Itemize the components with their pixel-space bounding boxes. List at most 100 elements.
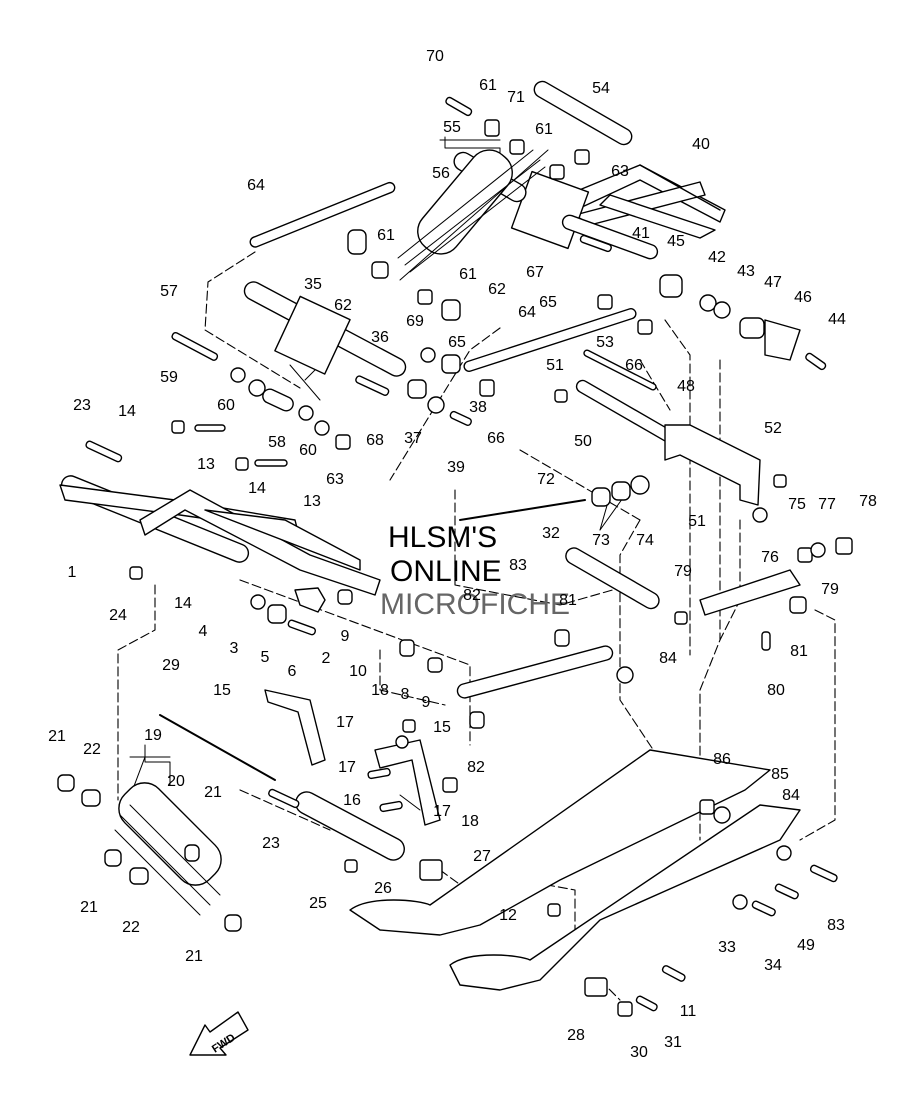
callout-number-21: 21 <box>185 948 203 965</box>
callout-number-52: 52 <box>764 420 782 437</box>
callout-number-61: 61 <box>479 77 497 94</box>
callout-number-61: 61 <box>459 266 477 283</box>
callout-number-21: 21 <box>80 899 98 916</box>
callout-number-72: 72 <box>537 471 555 488</box>
callout-number-38: 38 <box>469 399 487 416</box>
callout-number-58: 58 <box>268 434 286 451</box>
callout-number-63: 63 <box>326 471 344 488</box>
rear-shock <box>397 149 549 281</box>
callout-number-50: 50 <box>574 433 592 450</box>
callout-number-60: 60 <box>299 442 317 459</box>
callout-number-34: 34 <box>764 957 782 974</box>
callout-number-13: 13 <box>197 456 215 473</box>
callout-number-61: 61 <box>535 121 553 138</box>
callout-number-41: 41 <box>632 225 650 242</box>
callout-number-49: 49 <box>797 937 815 954</box>
callout-number-44: 44 <box>828 311 846 328</box>
callout-number-57: 57 <box>160 283 178 300</box>
callout-number-64: 64 <box>247 177 265 194</box>
push-rod <box>463 308 637 372</box>
watermark: HLSM'S ONLINE MICROFICHE <box>380 521 570 621</box>
rear-arm <box>510 164 726 260</box>
callout-number-80: 80 <box>767 682 785 699</box>
callout-number-67: 67 <box>526 264 544 281</box>
callout-number-63: 63 <box>611 163 629 180</box>
shaft <box>533 80 633 146</box>
callout-number-39: 39 <box>447 459 465 476</box>
shaft <box>565 547 660 610</box>
callout-number-83: 83 <box>509 557 527 574</box>
callout-number-1: 1 <box>68 564 77 581</box>
callout-number-23: 23 <box>73 397 91 414</box>
callout-number-84: 84 <box>659 650 677 667</box>
callout-number-15: 15 <box>213 682 231 699</box>
callout-number-30: 30 <box>630 1044 648 1061</box>
adjuster-rod <box>459 499 586 521</box>
callout-number-35: 35 <box>304 276 322 293</box>
callout-number-14: 14 <box>174 595 192 612</box>
callout-number-54: 54 <box>592 80 610 97</box>
callout-number-14: 14 <box>118 403 136 420</box>
front-arm <box>243 281 407 377</box>
callout-number-12: 12 <box>499 907 517 924</box>
callout-number-70: 70 <box>426 48 444 65</box>
callout-number-46: 46 <box>794 289 812 306</box>
callout-number-56: 56 <box>432 165 450 182</box>
callout-number-20: 20 <box>167 773 185 790</box>
callout-number-14: 14 <box>248 480 266 497</box>
callout-number-32: 32 <box>542 525 560 542</box>
callout-number-27: 27 <box>473 848 491 865</box>
lever <box>699 569 801 616</box>
callout-number-11: 11 <box>680 1003 697 1020</box>
callout-number-36: 36 <box>371 329 389 346</box>
callout-number-79: 79 <box>821 581 839 598</box>
callout-number-16: 16 <box>343 792 361 809</box>
callout-number-78: 78 <box>859 493 877 510</box>
callout-number-31: 31 <box>664 1034 682 1051</box>
callout-number-22: 22 <box>122 919 140 936</box>
callout-number-17: 17 <box>338 759 356 776</box>
callout-number-62: 62 <box>334 297 352 314</box>
callout-number-74: 74 <box>636 532 654 549</box>
callout-number-61: 61 <box>377 227 395 244</box>
callout-number-81: 81 <box>559 592 577 609</box>
callout-number-65: 65 <box>539 294 557 311</box>
callout-number-21: 21 <box>204 784 222 801</box>
callout-number-60: 60 <box>217 397 235 414</box>
callout-number-9: 9 <box>422 694 431 711</box>
callout-number-66: 66 <box>487 430 505 447</box>
callout-number-2: 2 <box>322 650 331 667</box>
bracket <box>664 424 761 506</box>
callout-number-15: 15 <box>433 719 451 736</box>
callout-number-68: 68 <box>366 432 384 449</box>
callout-number-43: 43 <box>737 263 755 280</box>
callout-number-85: 85 <box>771 766 789 783</box>
callout-number-51: 51 <box>688 513 706 530</box>
watermark-line-3: MICROFICHE <box>380 588 570 621</box>
small-parts <box>57 119 853 1017</box>
callout-number-33: 33 <box>718 939 736 956</box>
callout-number-62: 62 <box>488 281 506 298</box>
callout-number-81: 81 <box>790 643 808 660</box>
callout-number-69: 69 <box>406 313 424 330</box>
callout-number-17: 17 <box>336 714 354 731</box>
callout-number-51: 51 <box>546 357 564 374</box>
watermark-line-2: ONLINE <box>390 555 502 588</box>
callout-number-48: 48 <box>677 378 695 395</box>
callout-number-64: 64 <box>518 304 536 321</box>
slide-rail <box>349 749 801 991</box>
callout-number-82: 82 <box>463 587 481 604</box>
callout-number-66: 66 <box>625 357 643 374</box>
fwd-arrow-icon <box>189 1011 249 1056</box>
callout-number-73: 73 <box>592 532 610 549</box>
callout-number-42: 42 <box>708 249 726 266</box>
callout-number-82: 82 <box>467 759 485 776</box>
callout-number-17: 17 <box>433 803 451 820</box>
callout-number-59: 59 <box>160 369 178 386</box>
shock-absorber <box>295 791 405 861</box>
bolt <box>583 349 657 391</box>
callout-number-29: 29 <box>162 657 180 674</box>
adjuster-rod <box>456 645 614 699</box>
